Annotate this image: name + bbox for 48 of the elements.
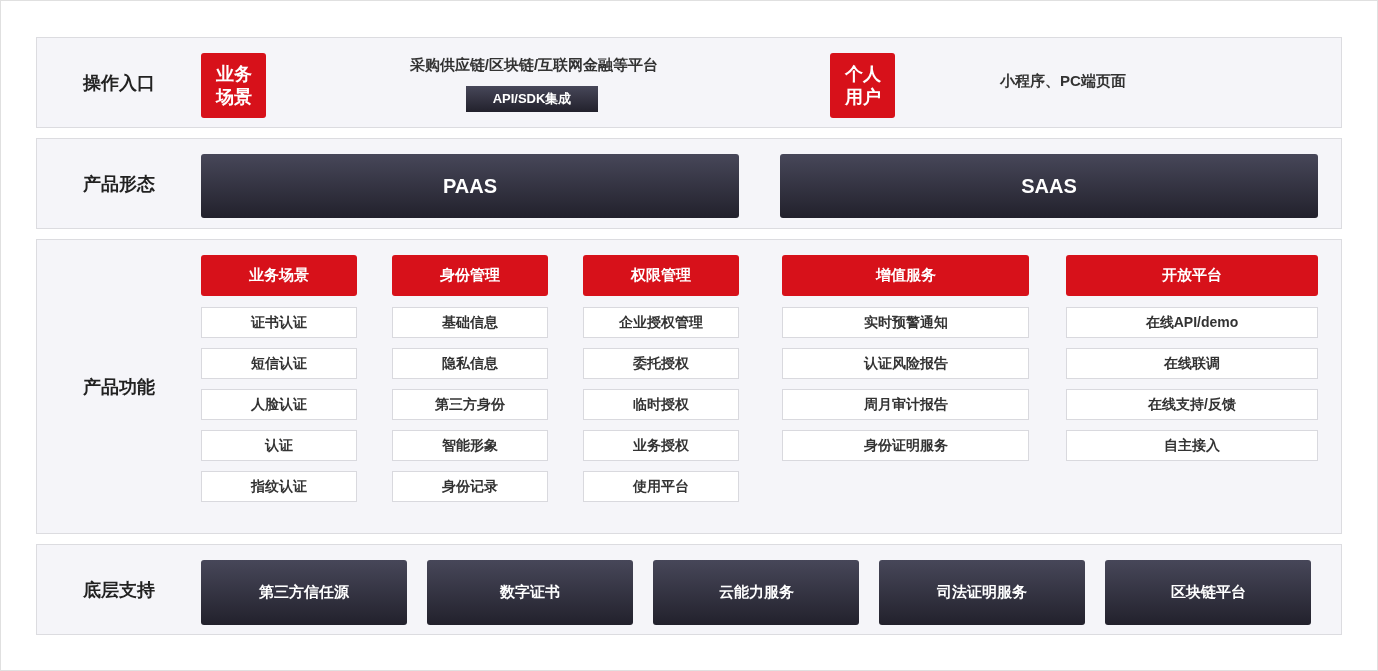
feature-item: 基础信息 <box>392 307 548 338</box>
feature-item: 人脸认证 <box>201 389 357 420</box>
feature-item: 短信认证 <box>201 348 357 379</box>
feature-item: 业务授权 <box>583 430 739 461</box>
layer-band <box>36 544 1342 635</box>
feature-item: 身份证明服务 <box>782 430 1029 461</box>
description-text: 采购供应链/区块链/互联网金融等平台 <box>408 56 660 75</box>
feature-item: 自主接入 <box>1066 430 1318 461</box>
product-form-box: PAAS <box>201 154 739 218</box>
support-box: 云能力服务 <box>653 560 859 625</box>
layer-title: 产品形态 <box>83 172 155 196</box>
column-header: 业务场景 <box>201 255 357 296</box>
feature-item: 指纹认证 <box>201 471 357 502</box>
column-header: 权限管理 <box>583 255 739 296</box>
layer-band <box>36 37 1342 128</box>
feature-item: 在线联调 <box>1066 348 1318 379</box>
feature-item: 身份记录 <box>392 471 548 502</box>
feature-item: 在线API/demo <box>1066 307 1318 338</box>
feature-item: 认证 <box>201 430 357 461</box>
support-box: 区块链平台 <box>1105 560 1311 625</box>
feature-item: 企业授权管理 <box>583 307 739 338</box>
entry-tag: 业务场景 <box>201 53 266 118</box>
feature-item: 在线支持/反馈 <box>1066 389 1318 420</box>
feature-item: 周月审计报告 <box>782 389 1029 420</box>
layer-band <box>36 138 1342 229</box>
feature-item: 实时预警通知 <box>782 307 1029 338</box>
feature-item: 证书认证 <box>201 307 357 338</box>
support-box: 司法证明服务 <box>879 560 1085 625</box>
column-header: 身份管理 <box>392 255 548 296</box>
integration-box: API/SDK集成 <box>466 86 598 112</box>
feature-item: 认证风险报告 <box>782 348 1029 379</box>
support-box: 数字证书 <box>427 560 633 625</box>
feature-item: 智能形象 <box>392 430 548 461</box>
feature-item: 使用平台 <box>583 471 739 502</box>
column-header: 增值服务 <box>782 255 1029 296</box>
feature-item: 第三方身份 <box>392 389 548 420</box>
entry-tag: 个人用户 <box>830 53 895 118</box>
feature-item: 临时授权 <box>583 389 739 420</box>
feature-item: 隐私信息 <box>392 348 548 379</box>
feature-item: 委托授权 <box>583 348 739 379</box>
product-form-box: SAAS <box>780 154 1318 218</box>
layer-title: 产品功能 <box>83 375 155 399</box>
layer-band <box>36 239 1342 534</box>
layer-title: 操作入口 <box>83 71 155 95</box>
support-box: 第三方信任源 <box>201 560 407 625</box>
description-text: 小程序、PC端页面 <box>999 72 1127 91</box>
column-header: 开放平台 <box>1066 255 1318 296</box>
layer-title: 底层支持 <box>83 578 155 602</box>
